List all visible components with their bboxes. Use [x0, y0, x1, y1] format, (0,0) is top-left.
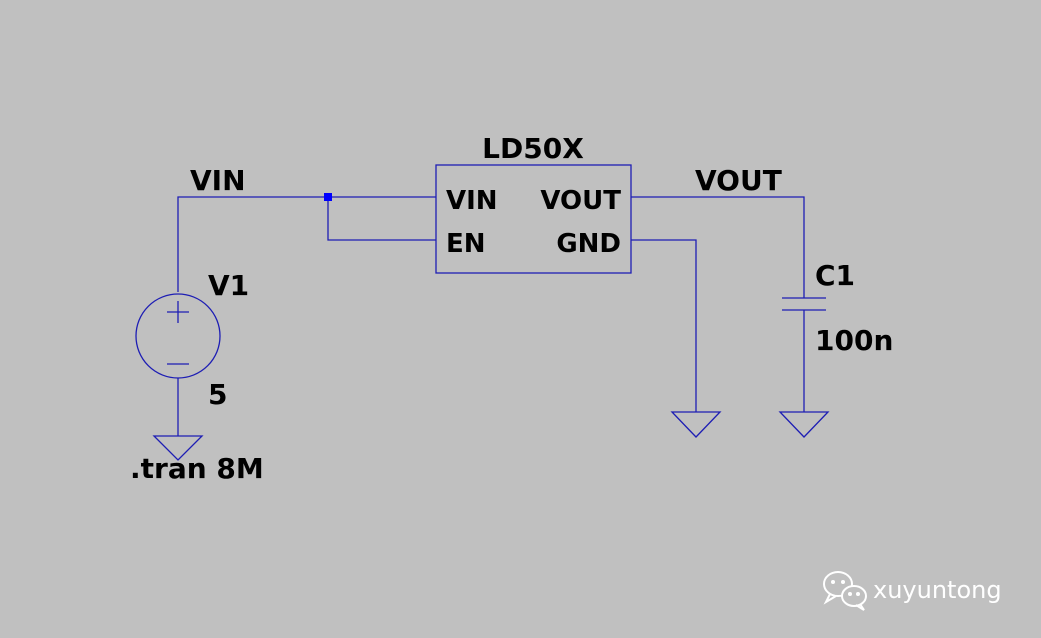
- wechat-icon: [823, 571, 867, 611]
- ic-pin-en: EN: [446, 229, 486, 259]
- capacitor-name-label: C1: [815, 259, 855, 292]
- ic-pin-vin: VIN: [446, 186, 498, 216]
- ic-ld50x-body[interactable]: [435, 164, 632, 274]
- capacitor-value-label: 100n: [815, 324, 893, 357]
- capacitor-c1[interactable]: [782, 297, 826, 311]
- source-plus-icon: [167, 301, 189, 323]
- ic-pin-gnd: GND: [556, 229, 621, 259]
- net-label-vout[interactable]: VOUT: [695, 164, 782, 197]
- ground-icon[interactable]: [670, 411, 722, 438]
- watermark-text: xuyuntong: [873, 576, 1002, 604]
- wire-vout-net[interactable]: [631, 196, 805, 298]
- spice-directive[interactable]: .tran 8M: [130, 452, 264, 485]
- junction-dot[interactable]: [324, 193, 332, 201]
- wire-vin-net[interactable]: [177, 196, 436, 292]
- source-name-label: V1: [208, 269, 249, 302]
- source-value-label: 5: [208, 378, 227, 411]
- voltage-source-v1[interactable]: [135, 293, 221, 379]
- ground-icon[interactable]: [152, 435, 204, 461]
- ground-icon[interactable]: [778, 411, 830, 438]
- wire-en-tie[interactable]: [327, 197, 436, 241]
- net-label-vin[interactable]: VIN: [190, 164, 246, 197]
- ic-pin-vout: VOUT: [540, 186, 621, 216]
- wire-gnd-net[interactable]: [631, 239, 697, 412]
- ic-name-label: LD50X: [482, 132, 584, 165]
